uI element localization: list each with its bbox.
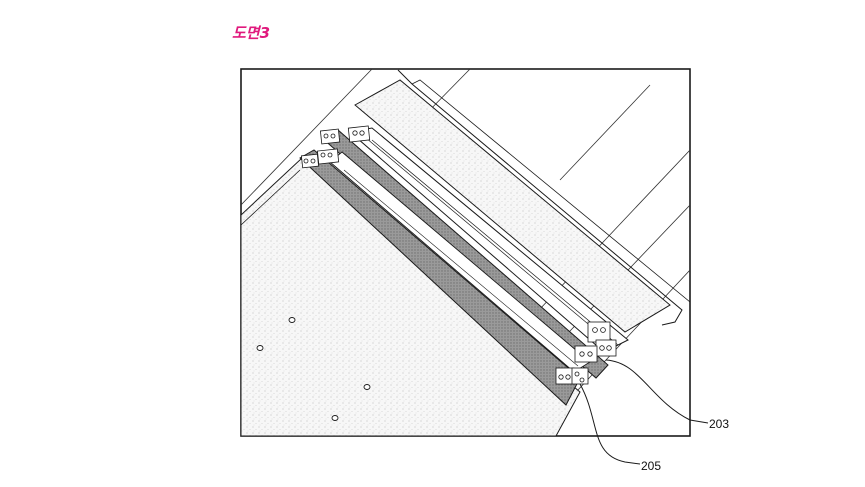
callout-203: 203 [709, 417, 729, 431]
leader-line-203 [605, 359, 709, 424]
callout-205: 205 [641, 459, 661, 473]
figure-label: 도면3 [232, 24, 271, 42]
upper-panel [354, 79, 671, 333]
lower-panel [241, 157, 581, 436]
leader-line-205 [579, 383, 641, 465]
connector-blocks [300, 125, 617, 385]
panel-holes [256, 317, 371, 421]
